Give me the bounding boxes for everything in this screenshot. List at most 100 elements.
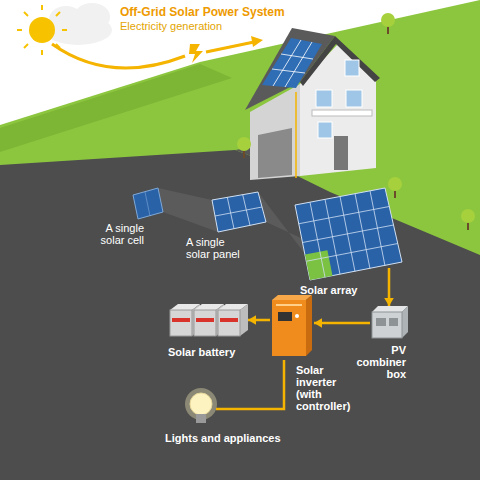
inverter bbox=[272, 295, 312, 356]
solar-array bbox=[295, 188, 402, 280]
solar-array bbox=[306, 244, 398, 262]
solar-array bbox=[299, 191, 398, 277]
sun bbox=[62, 29, 67, 31]
sun bbox=[41, 5, 43, 10]
wire-line bbox=[314, 322, 370, 325]
zoom-beam bbox=[158, 188, 218, 232]
inverter bbox=[295, 314, 299, 318]
solar-panel-node: A single solar panel bbox=[212, 192, 266, 232]
diagram-title: Off-Grid Solar Power System bbox=[120, 5, 285, 19]
battery bbox=[220, 318, 238, 322]
sun bbox=[29, 17, 55, 43]
house bbox=[258, 128, 292, 178]
solar-cell bbox=[133, 188, 163, 219]
tree bbox=[388, 177, 402, 191]
combiner-box-node: PV combiner box bbox=[370, 306, 408, 340]
sun bbox=[24, 12, 28, 16]
sunlight-arrow bbox=[206, 42, 254, 52]
component-label: Solar array bbox=[300, 284, 380, 296]
arrowhead bbox=[384, 298, 394, 306]
light-bulb bbox=[190, 393, 212, 415]
sunlight-arrow bbox=[52, 44, 185, 68]
light-node: Lights and appliances bbox=[186, 392, 216, 426]
tree bbox=[381, 13, 395, 27]
house bbox=[316, 90, 332, 107]
component-label: Solar inverter (with controller) bbox=[296, 364, 362, 412]
ground bbox=[0, 150, 480, 480]
solar-cell bbox=[133, 188, 163, 219]
solar-array bbox=[299, 207, 390, 224]
house bbox=[285, 42, 312, 87]
battery bbox=[170, 304, 248, 336]
battery bbox=[240, 304, 248, 336]
component-label: A single solar cell bbox=[90, 222, 144, 246]
solar-array bbox=[303, 225, 394, 243]
battery-node: Solar battery bbox=[166, 302, 248, 338]
house bbox=[312, 110, 372, 116]
lawn-shade bbox=[0, 64, 232, 152]
tree bbox=[461, 209, 475, 223]
inverter bbox=[306, 295, 312, 356]
inverter bbox=[276, 304, 302, 306]
house bbox=[345, 60, 359, 76]
house bbox=[262, 38, 322, 88]
solar-cell bbox=[145, 192, 150, 216]
house bbox=[245, 28, 380, 180]
battery bbox=[194, 310, 216, 336]
power-wire bbox=[314, 318, 370, 328]
combiner-box bbox=[389, 318, 398, 326]
sunlight-arrowhead bbox=[251, 36, 263, 47]
power-wire bbox=[384, 268, 394, 306]
tree bbox=[237, 137, 251, 151]
component-label: A single solar panel bbox=[186, 236, 250, 260]
sun bbox=[41, 50, 43, 55]
solar-array bbox=[295, 188, 402, 280]
house bbox=[346, 90, 362, 107]
solar-panel bbox=[212, 192, 266, 232]
battery bbox=[196, 318, 214, 322]
house bbox=[272, 40, 313, 87]
inverter-node: Solar inverter (with controller) bbox=[270, 294, 314, 360]
sun bbox=[56, 12, 60, 16]
light-bulb bbox=[185, 388, 217, 423]
combiner-box bbox=[372, 312, 402, 338]
solar-panel bbox=[212, 192, 266, 232]
combiner-box bbox=[402, 306, 408, 338]
solar-cell-node: A single solar cell bbox=[133, 188, 164, 219]
battery bbox=[170, 310, 192, 336]
house bbox=[334, 136, 348, 170]
solar-panel bbox=[215, 207, 262, 216]
battery bbox=[172, 318, 190, 322]
inverter bbox=[278, 312, 292, 321]
power-wire bbox=[248, 315, 270, 325]
house bbox=[281, 54, 313, 59]
house bbox=[273, 40, 301, 86]
sunlight-arrow bbox=[52, 42, 254, 68]
combiner-box bbox=[372, 306, 408, 312]
light-bulb bbox=[196, 414, 206, 423]
battery bbox=[218, 310, 240, 336]
sun bbox=[17, 29, 22, 31]
component-label: PV combiner box bbox=[348, 344, 406, 380]
solar-array-node: Solar array bbox=[295, 188, 402, 268]
inverter bbox=[272, 300, 306, 356]
arrowhead bbox=[248, 315, 256, 325]
house bbox=[245, 28, 335, 110]
subtitle: Electricity generation bbox=[120, 20, 222, 32]
combiner-box bbox=[376, 318, 386, 326]
sun bbox=[24, 44, 28, 48]
combiner-box bbox=[372, 306, 408, 338]
house bbox=[272, 69, 305, 73]
arrowhead bbox=[314, 318, 322, 328]
cloud bbox=[44, 3, 112, 45]
solar-array bbox=[305, 250, 333, 280]
component-label: Lights and appliances bbox=[165, 432, 305, 444]
power-wire bbox=[216, 360, 284, 409]
component-label: Solar battery bbox=[168, 346, 268, 358]
house bbox=[318, 122, 332, 138]
solar-panel bbox=[215, 195, 262, 229]
lightning-bolt bbox=[189, 44, 203, 63]
